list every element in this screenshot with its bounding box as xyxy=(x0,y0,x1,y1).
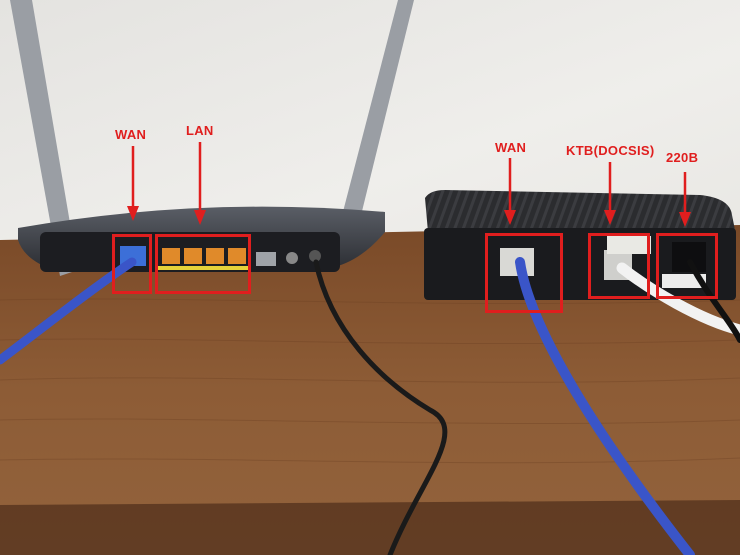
modem-wan-label: WAN xyxy=(495,140,527,155)
router-wan-label: WAN xyxy=(115,127,147,142)
modem-ktb-port-highlight xyxy=(588,233,650,299)
router-lan-label: LAN xyxy=(186,123,214,138)
modem-ktb-label: KTB(DOCSIS) xyxy=(566,143,655,158)
router-wan-port-highlight xyxy=(112,234,152,294)
router-wan-arrow-icon xyxy=(127,146,139,221)
router-lan-arrow-icon xyxy=(194,142,206,225)
modem-power-label: 220B xyxy=(666,150,699,165)
modem-power-port-highlight xyxy=(656,233,718,299)
modem-power-arrow-icon xyxy=(679,172,691,227)
modem-wan-arrow-icon xyxy=(504,158,516,225)
modem-wan-port-highlight xyxy=(485,233,563,313)
router-lan-ports-highlight xyxy=(155,234,251,294)
modem-ktb-arrow-icon xyxy=(604,162,616,225)
